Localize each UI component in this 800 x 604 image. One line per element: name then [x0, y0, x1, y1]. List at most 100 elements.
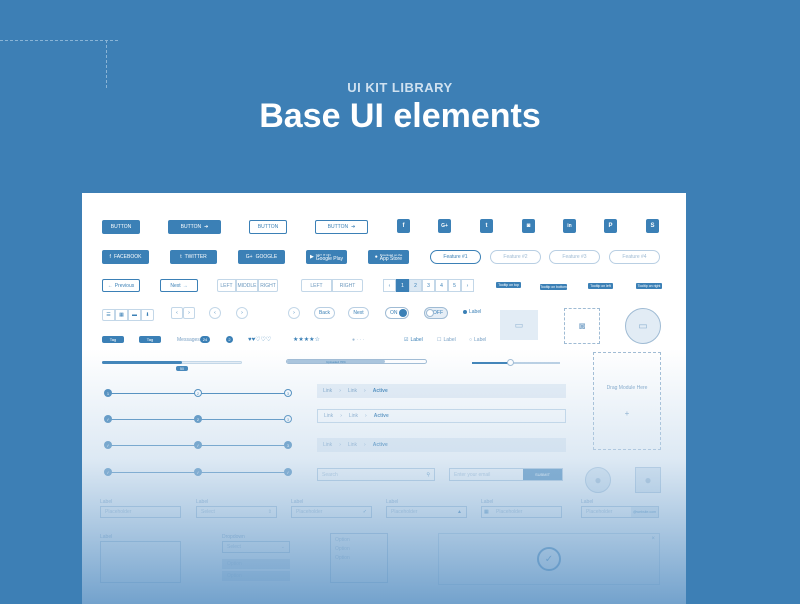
- previous-button[interactable]: ←Previous: [102, 279, 140, 292]
- chevron-right-icon[interactable]: ›: [183, 307, 195, 319]
- breadcrumb-link[interactable]: Link: [347, 442, 358, 448]
- step-check-icon[interactable]: ✓: [104, 468, 112, 476]
- primary-button[interactable]: BUTTON: [102, 220, 140, 234]
- twitter-square-icon[interactable]: t: [480, 219, 493, 233]
- segment2-left[interactable]: LEFT: [301, 279, 332, 292]
- pagination-page-1[interactable]: 1: [396, 279, 409, 292]
- back-pill-button[interactable]: Back: [314, 307, 335, 319]
- dropdown-option[interactable]: Option: [222, 559, 290, 569]
- breadcrumb-link[interactable]: Link: [323, 442, 333, 448]
- google-button[interactable]: G+GOOGLE: [238, 250, 285, 264]
- segment2-right[interactable]: RIGHT: [332, 279, 363, 292]
- breadcrumb-link[interactable]: Link: [348, 413, 359, 419]
- camera-upload-box[interactable]: ◙: [564, 308, 600, 344]
- valid-field[interactable]: Placeholder✓: [291, 506, 372, 518]
- skype-square-icon[interactable]: S: [646, 219, 659, 233]
- email-suffix-field[interactable]: Placeholder@website.com: [581, 506, 659, 518]
- submit-button[interactable]: SUBMIT: [523, 469, 562, 480]
- step-check-icon[interactable]: ✓: [194, 441, 202, 449]
- card-view-icon[interactable]: ▬: [128, 309, 141, 321]
- tag-chip[interactable]: Tag: [102, 336, 124, 343]
- download-icon[interactable]: ⬇: [141, 309, 154, 321]
- success-check-icon: ✓: [537, 547, 561, 571]
- icon-field[interactable]: ▦Placeholder: [481, 506, 562, 518]
- step-dot[interactable]: 1: [104, 389, 112, 397]
- outline-button-with-icon[interactable]: BUTTON➔: [315, 220, 368, 234]
- warning-field[interactable]: Placeholder▲: [386, 506, 467, 518]
- breadcrumb-link[interactable]: Link: [324, 413, 334, 419]
- pagination-next[interactable]: ›: [461, 279, 474, 292]
- close-icon[interactable]: ×: [651, 536, 655, 542]
- facebook-square-icon[interactable]: f: [397, 219, 410, 233]
- feature-pill-3[interactable]: Feature #3: [549, 250, 600, 264]
- step-dot[interactable]: 3: [284, 441, 292, 449]
- dropdown-option[interactable]: Option: [222, 571, 290, 581]
- segment-left[interactable]: LEFT: [217, 279, 236, 292]
- chevron-left-icon[interactable]: ‹: [171, 307, 183, 319]
- step-dot[interactable]: 3: [284, 389, 292, 397]
- pagination-prev[interactable]: ‹: [383, 279, 396, 292]
- step-dot[interactable]: 2: [194, 415, 202, 423]
- text-field[interactable]: Placeholder: [100, 506, 181, 518]
- drag-module-dropzone[interactable]: Drag Module Here+: [593, 352, 661, 450]
- textarea[interactable]: [100, 541, 181, 583]
- feature-pill-4[interactable]: Feature #4: [609, 250, 660, 264]
- feature-pill-1[interactable]: Feature #1: [430, 250, 481, 264]
- feature-pill-2[interactable]: Feature #2: [490, 250, 541, 264]
- pagination-page-3[interactable]: 3: [422, 279, 435, 292]
- step-dot[interactable]: 2: [194, 389, 202, 397]
- pinterest-square-icon[interactable]: P: [604, 219, 617, 233]
- next-button[interactable]: Next→: [160, 279, 198, 292]
- step-dot[interactable]: 3: [284, 415, 292, 423]
- dropdown-select[interactable]: Select⌄: [222, 541, 290, 553]
- primary-button-with-icon[interactable]: BUTTON➔: [168, 220, 221, 234]
- step-check-icon[interactable]: ✓: [194, 468, 202, 476]
- step-check-icon[interactable]: ✓: [104, 415, 112, 423]
- select-field[interactable]: Select⇕: [196, 506, 277, 518]
- step-check-icon[interactable]: ✓: [104, 441, 112, 449]
- outline-button[interactable]: BUTTON: [249, 220, 287, 234]
- list-item[interactable]: Option: [335, 555, 350, 561]
- simple-slider-thumb[interactable]: [507, 359, 514, 366]
- next-pill-button[interactable]: Next: [348, 307, 369, 319]
- list-view-icon[interactable]: ☰: [102, 309, 115, 321]
- twitter-icon: t: [180, 254, 182, 260]
- list-item[interactable]: Option: [335, 546, 350, 552]
- search-input[interactable]: Search⚲: [317, 468, 435, 481]
- google-plus-square-icon[interactable]: G+: [438, 219, 451, 233]
- radio-selected[interactable]: Label: [463, 309, 493, 315]
- star-rating[interactable]: ★★★★☆: [293, 337, 320, 343]
- twitter-button-label: TWITTER: [184, 254, 207, 260]
- breadcrumb-link[interactable]: Link: [323, 388, 333, 394]
- field-value: Placeholder: [496, 509, 523, 515]
- tag-chip-dropdown[interactable]: Tag: [139, 336, 161, 343]
- grid-view-icon[interactable]: ▦: [115, 309, 128, 321]
- instagram-square-icon[interactable]: ◙: [522, 219, 535, 233]
- toggle-on[interactable]: ON: [385, 307, 409, 319]
- radio-unchecked[interactable]: ○Label: [469, 336, 493, 343]
- circle-arrow-right-icon[interactable]: ›: [288, 307, 300, 319]
- pagination-page-4[interactable]: 4: [435, 279, 448, 292]
- segment-middle[interactable]: MIDDLE: [236, 279, 258, 292]
- step-check-icon[interactable]: ✓: [284, 468, 292, 476]
- segment-right[interactable]: RIGHT: [258, 279, 278, 292]
- circle-chevron-left-icon[interactable]: ‹: [209, 307, 221, 319]
- checkbox-checked[interactable]: ☑Label: [404, 336, 428, 343]
- pagination-page-2[interactable]: 2: [409, 279, 422, 292]
- checkbox-label: Label: [410, 336, 423, 343]
- linkedin-square-icon[interactable]: in: [563, 219, 576, 233]
- circle-chevron-right-icon[interactable]: ›: [236, 307, 248, 319]
- list-item[interactable]: Option: [335, 537, 350, 543]
- breadcrumb-link[interactable]: Link: [347, 388, 358, 394]
- toggle-off[interactable]: OFF: [424, 307, 448, 319]
- google-plus-icon: G+: [245, 254, 253, 260]
- checkbox-unchecked[interactable]: ☐Label: [437, 336, 461, 343]
- heart-rating[interactable]: ♥♥♡♡♡: [248, 337, 272, 343]
- pagination-page-5[interactable]: 5: [448, 279, 461, 292]
- field-value: Placeholder: [296, 509, 323, 515]
